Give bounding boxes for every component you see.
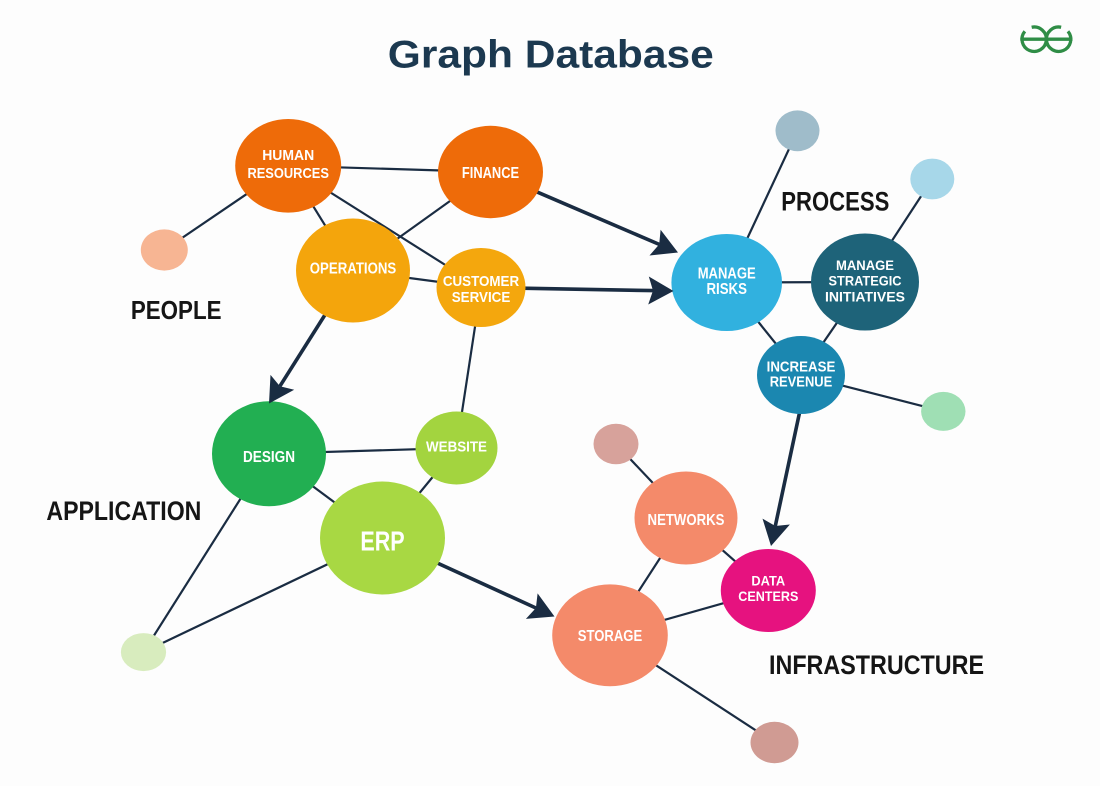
- svg-text:INFRASTRUCTURE: INFRASTRUCTURE: [769, 650, 984, 680]
- svg-text:DATA: DATA: [751, 573, 785, 589]
- svg-text:APPLICATION: APPLICATION: [46, 496, 201, 526]
- svg-text:RISKS: RISKS: [706, 281, 747, 298]
- svg-text:STORAGE: STORAGE: [578, 628, 643, 645]
- svg-text:MANAGE: MANAGE: [698, 266, 756, 283]
- svg-text:HUMAN: HUMAN: [262, 147, 314, 164]
- svg-text:FINANCE: FINANCE: [462, 165, 519, 182]
- svg-text:RESOURCES: RESOURCES: [247, 165, 329, 182]
- svg-text:STRATEGIC: STRATEGIC: [829, 273, 902, 289]
- svg-text:NETWORKS: NETWORKS: [648, 512, 725, 529]
- svg-text:ERP: ERP: [360, 525, 404, 556]
- svg-text:OPERATIONS: OPERATIONS: [310, 260, 397, 277]
- svg-text:Graph Database: Graph Database: [388, 34, 714, 77]
- svg-text:PEOPLE: PEOPLE: [131, 297, 222, 325]
- svg-text:INITIATIVES: INITIATIVES: [825, 289, 905, 305]
- svg-text:MANAGE: MANAGE: [836, 257, 894, 273]
- svg-text:REVENUE: REVENUE: [770, 374, 833, 391]
- svg-text:DESIGN: DESIGN: [243, 449, 295, 466]
- svg-text:PROCESS: PROCESS: [781, 187, 889, 217]
- svg-text:CENTERS: CENTERS: [738, 588, 798, 604]
- svg-text:INCREASE: INCREASE: [767, 358, 836, 375]
- svg-text:CUSTOMER: CUSTOMER: [443, 273, 519, 290]
- svg-text:WEBSITE: WEBSITE: [426, 439, 487, 456]
- svg-text:SERVICE: SERVICE: [452, 289, 511, 306]
